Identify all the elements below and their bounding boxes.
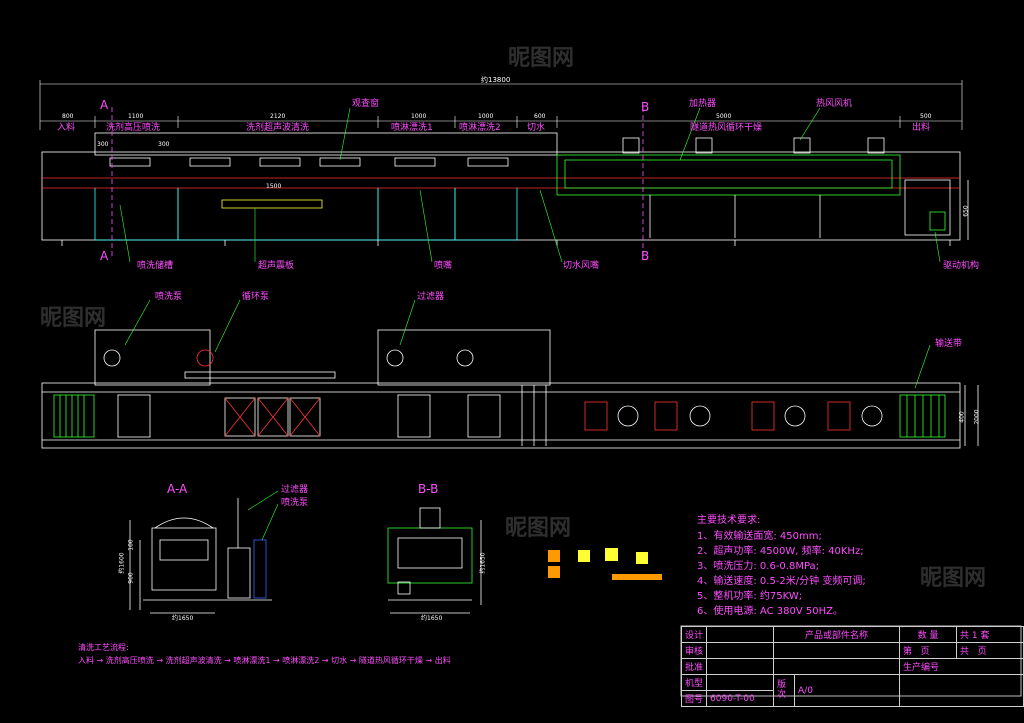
section-name-1: 入料 — [57, 123, 76, 133]
requirement-6: 6、使用电源: AC 380V 50HZ。 — [697, 606, 843, 617]
view-aa-h1: 约1600 — [118, 552, 126, 574]
section-name-7: 隧道热风循环干燥 — [690, 123, 763, 133]
callout-heating-tube: 加热器 — [689, 99, 717, 109]
dim-2000: 2000 — [973, 409, 981, 425]
requirement-3: 3、喷洗压力: 0.6-0.8MPa; — [697, 561, 820, 572]
tb-pages: 共 页 — [956, 642, 1024, 659]
section-aa-leaders — [247, 490, 279, 541]
callout-ultrasonic-board: 超声震板 — [258, 261, 295, 271]
tb-design: 设计 — [680, 626, 708, 643]
callout-filter: 过滤器 — [417, 292, 445, 302]
callout-drive: 驱动机构 — [943, 261, 980, 271]
section-width-6: 600 — [534, 113, 546, 120]
watermark-2: 昵图网 — [40, 306, 107, 331]
callout-circ-pump: 循环泵 — [242, 292, 270, 302]
section-width-7: 5000 — [716, 113, 732, 120]
tb-quantity: 数 量 — [899, 626, 957, 643]
overall-dimension — [39, 80, 963, 130]
section-width-3: 2120 — [270, 113, 286, 120]
section-width-4: 1000 — [411, 113, 427, 120]
section-name-3: 洗剂超声波清洗 — [246, 123, 310, 133]
view-aa-pump: 喷洗泵 — [281, 498, 309, 508]
section-name-4: 喷淋漂洗1 — [391, 123, 433, 133]
tb-drawing-no: 6090-T-00 — [706, 690, 775, 707]
dim-400: 400 — [958, 411, 966, 423]
callout-nozzle: 喷嘴 — [434, 261, 453, 271]
requirement-5: 5、整机功率: 约75KW; — [697, 591, 803, 602]
dim-300a: 300 — [97, 141, 109, 148]
callout-spray-pump: 喷洗泵 — [155, 292, 183, 302]
section-name-5: 喷淋漂洗2 — [459, 123, 501, 133]
watermark-4: 昵图网 — [920, 566, 987, 591]
watermark-1: 昵图网 — [508, 46, 575, 71]
tb-production-no: 生产编号 — [899, 658, 1024, 675]
section-dimension-ticks — [94, 116, 901, 128]
tb-review: 审核 — [680, 642, 708, 659]
section-width-5: 1000 — [478, 113, 494, 120]
process-flow: 入料 → 洗剂高压喷洗 → 洗剂超声波清洗 → 喷淋漂洗1 → 喷淋漂洗2 → … — [78, 656, 451, 665]
tb-page: 第 页 — [899, 642, 957, 659]
overall-dimension-label: 约13800 — [481, 76, 511, 84]
tb-model: 机型 — [680, 674, 708, 691]
view-bb-width: 约1650 — [421, 615, 443, 622]
section-bb — [387, 507, 482, 614]
tb-product-name: 产品或部件名称 — [773, 626, 900, 643]
section-mark-b-top: B — [641, 100, 650, 114]
section-aa — [129, 498, 272, 614]
dim-650: 650 — [962, 205, 970, 217]
tb-drawing-no-label: 图号 — [680, 690, 708, 707]
tb-version-label: 版次 — [773, 674, 796, 707]
dim-1500: 1500 — [266, 183, 282, 190]
section-width-1: 800 — [62, 113, 74, 120]
elevation-leaders — [119, 107, 941, 263]
plan-view — [41, 329, 979, 449]
view-bb-title: B-B — [418, 482, 439, 496]
callout-spray-tank: 喷洗储槽 — [137, 261, 174, 271]
view-bb-h1: 约1650 — [479, 552, 487, 574]
tb-total: 共 1 套 — [956, 626, 1024, 643]
requirements-title: 主要技术要求: — [697, 515, 761, 526]
view-aa-width: 约1650 — [172, 615, 194, 622]
tb-approve: 批准 — [680, 658, 708, 675]
side-elevation — [41, 107, 969, 258]
watermark-3: 昵图网 — [505, 516, 572, 541]
process-title: 清洗工艺流程: — [78, 643, 129, 652]
requirement-2: 2、超声功率: 4500W, 频率: 40KHz; — [697, 546, 864, 557]
view-aa-filter: 过滤器 — [281, 485, 309, 495]
requirement-4: 4、输送速度: 0.5-2米/分钟 变频可调; — [697, 576, 866, 587]
callout-air-knife: 切水风嘴 — [563, 261, 600, 271]
dim-300b: 300 — [158, 141, 170, 148]
section-width-8: 500 — [920, 113, 932, 120]
tb-version: A/0 — [794, 674, 900, 707]
section-name-2: 洗剂高压喷洗 — [106, 123, 161, 133]
view-aa-h2: 900 — [127, 572, 135, 584]
view-aa-title: A-A — [167, 482, 188, 496]
section-name-8: 出料 — [912, 123, 931, 133]
callout-hot-air-fan: 热风风机 — [816, 99, 853, 109]
section-width-2: 1100 — [128, 113, 144, 120]
plan-leaders — [124, 299, 931, 389]
section-name-6: 切水 — [527, 123, 546, 133]
view-aa-h3: 100 — [127, 539, 135, 551]
color-swatches — [548, 548, 662, 580]
section-mark-b-bottom: B — [641, 249, 650, 263]
requirement-1: 1、有效输送面宽: 450mm; — [697, 531, 822, 542]
section-mark-a-bottom: A — [100, 249, 109, 263]
callout-window: 观查窗 — [352, 99, 380, 109]
title-block: 设计 产品或部件名称 数 量 共 1 套 审核 第 页 共 页 批准 生产编号 … — [680, 626, 1024, 707]
callout-conveyor: 输送带 — [935, 339, 963, 349]
section-mark-a-top: A — [100, 98, 109, 112]
